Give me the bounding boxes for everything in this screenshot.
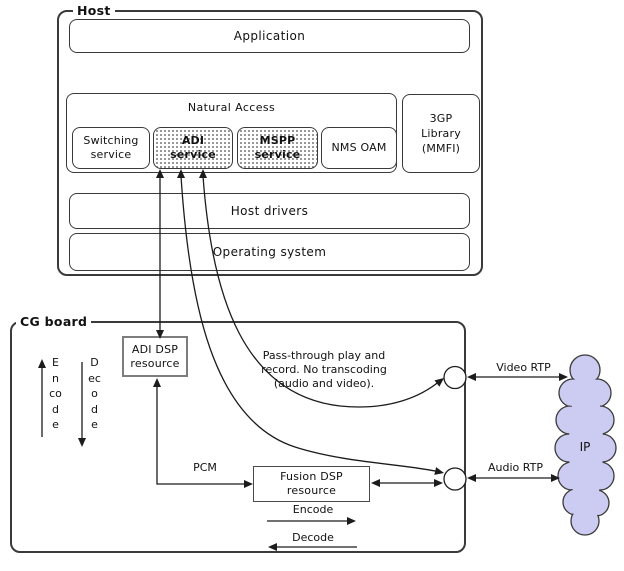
cg-board-group-label: CG board xyxy=(16,314,92,329)
passthrough-note: Pass-through play and record. No transco… xyxy=(261,349,387,390)
decode-horizontal-label: Decode xyxy=(292,531,334,544)
host-drivers-label: Host drivers xyxy=(230,204,309,218)
nms-oam-box: NMS OAM xyxy=(321,127,397,169)
adi-service-box: ADI service xyxy=(153,127,233,169)
mspp-service-box: MSPP service xyxy=(237,127,318,169)
encode-vertical-label: Encode xyxy=(49,356,62,431)
3gp-library-box: 3GP Library (MMFI) xyxy=(402,94,480,173)
application-label: Application xyxy=(233,29,306,43)
adi-dsp-resource-label: ADI DSP resource xyxy=(130,342,180,370)
3gp-library-label: 3GP Library (MMFI) xyxy=(421,112,461,155)
switching-service-label: Switching service xyxy=(83,134,139,161)
mspp-service-label: MSPP service xyxy=(254,134,301,161)
decode-vertical-label: Decode xyxy=(88,356,101,431)
fusion-dsp-resource-label: Fusion DSP resource xyxy=(280,470,343,497)
ip-cloud-label: IP xyxy=(579,440,591,454)
encode-horizontal-label: Encode xyxy=(292,503,334,516)
nms-oam-label: NMS OAM xyxy=(331,141,387,154)
host-drivers-box: Host drivers xyxy=(69,193,470,229)
switching-service-box: Switching service xyxy=(72,127,150,169)
fusion-dsp-resource-box: Fusion DSP resource xyxy=(253,466,370,502)
video-rtp-label: Video RTP xyxy=(496,361,551,374)
operating-system-label: Operating system xyxy=(212,245,327,259)
video-rtp-arrow xyxy=(467,373,568,381)
operating-system-box: Operating system xyxy=(69,233,470,271)
adi-dsp-resource-box: ADI DSP resource xyxy=(122,336,188,377)
host-group-label: Host xyxy=(73,3,115,18)
audio-rtp-label: Audio RTP xyxy=(488,461,543,474)
pcm-label: PCM xyxy=(193,461,217,474)
application-box: Application xyxy=(69,19,470,53)
adi-service-label: ADI service xyxy=(170,134,216,161)
natural-access-title: Natural Access xyxy=(187,101,276,114)
audio-rtp-arrow xyxy=(467,474,560,482)
